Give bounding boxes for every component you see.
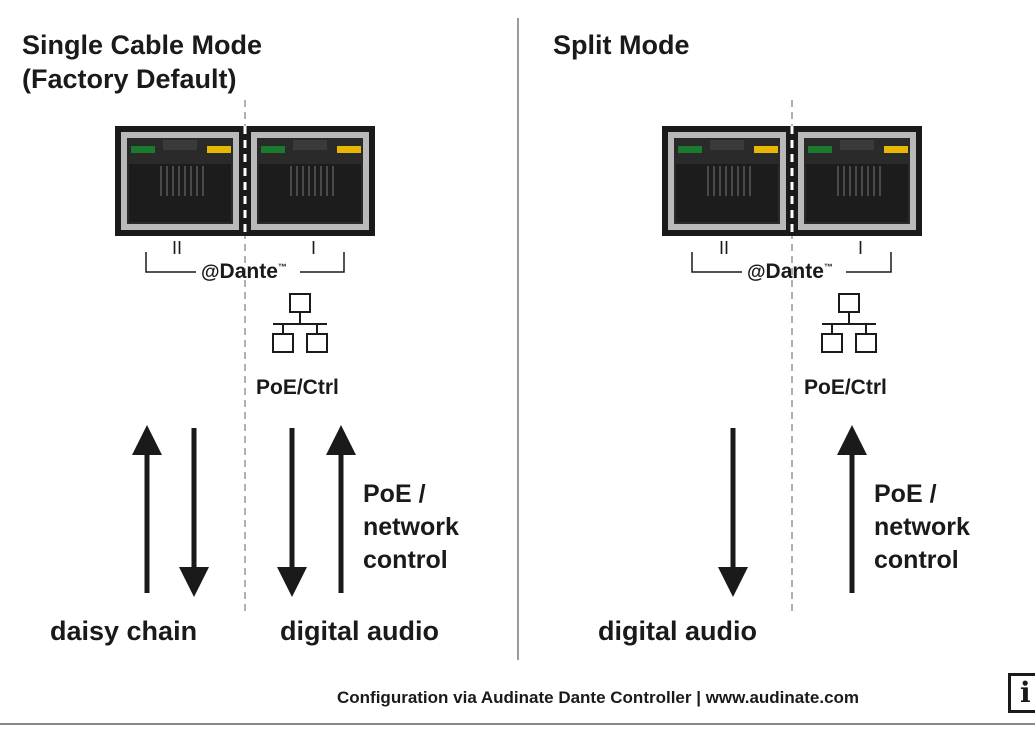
left-poe-label: PoE / network control bbox=[363, 480, 459, 574]
right-poe-label: PoE / network control bbox=[874, 480, 970, 574]
right-dante-logo: @Dante™ bbox=[747, 260, 833, 284]
right-dante-tm: ™ bbox=[823, 262, 833, 272]
left-port2-mark: II bbox=[172, 238, 183, 258]
right-port-label: PoE/Ctrl bbox=[804, 376, 887, 399]
dante-icon: @ bbox=[747, 262, 766, 283]
left-digital-audio-label: digital audio bbox=[280, 616, 439, 646]
right-network-icon bbox=[821, 293, 877, 353]
left-port-2 bbox=[114, 125, 246, 237]
right-port-1 bbox=[791, 125, 923, 237]
right-port-2 bbox=[661, 125, 793, 237]
right-port1-mark: I bbox=[858, 238, 864, 258]
left-port1-mark: I bbox=[311, 238, 317, 258]
left-dante-logo: @Dante™ bbox=[201, 260, 287, 284]
right-arrows bbox=[718, 425, 867, 597]
info-icon[interactable]: i bbox=[1008, 673, 1035, 713]
right-digital-audio-label: digital audio bbox=[598, 616, 757, 646]
left-dante-text: Dante bbox=[219, 260, 278, 283]
dante-icon: @ bbox=[201, 262, 220, 283]
left-title-line2: (Factory Default) bbox=[22, 64, 237, 94]
footer-text: Configuration via Audinate Dante Control… bbox=[337, 688, 860, 707]
left-arrows bbox=[132, 425, 356, 597]
right-dante-text: Dante bbox=[765, 260, 824, 283]
left-dante-bracket bbox=[145, 252, 345, 273]
right-dante-bracket bbox=[691, 252, 892, 273]
left-title-line1: Single Cable Mode bbox=[22, 30, 263, 60]
right-title: Split Mode bbox=[553, 30, 690, 60]
left-network-icon bbox=[272, 293, 328, 353]
right-port2-mark: II bbox=[719, 238, 730, 258]
left-port-label: PoE/Ctrl bbox=[256, 376, 339, 399]
left-port-1 bbox=[244, 125, 376, 237]
left-daisy-chain-label: daisy chain bbox=[50, 616, 198, 646]
left-dante-tm: ™ bbox=[277, 262, 287, 272]
